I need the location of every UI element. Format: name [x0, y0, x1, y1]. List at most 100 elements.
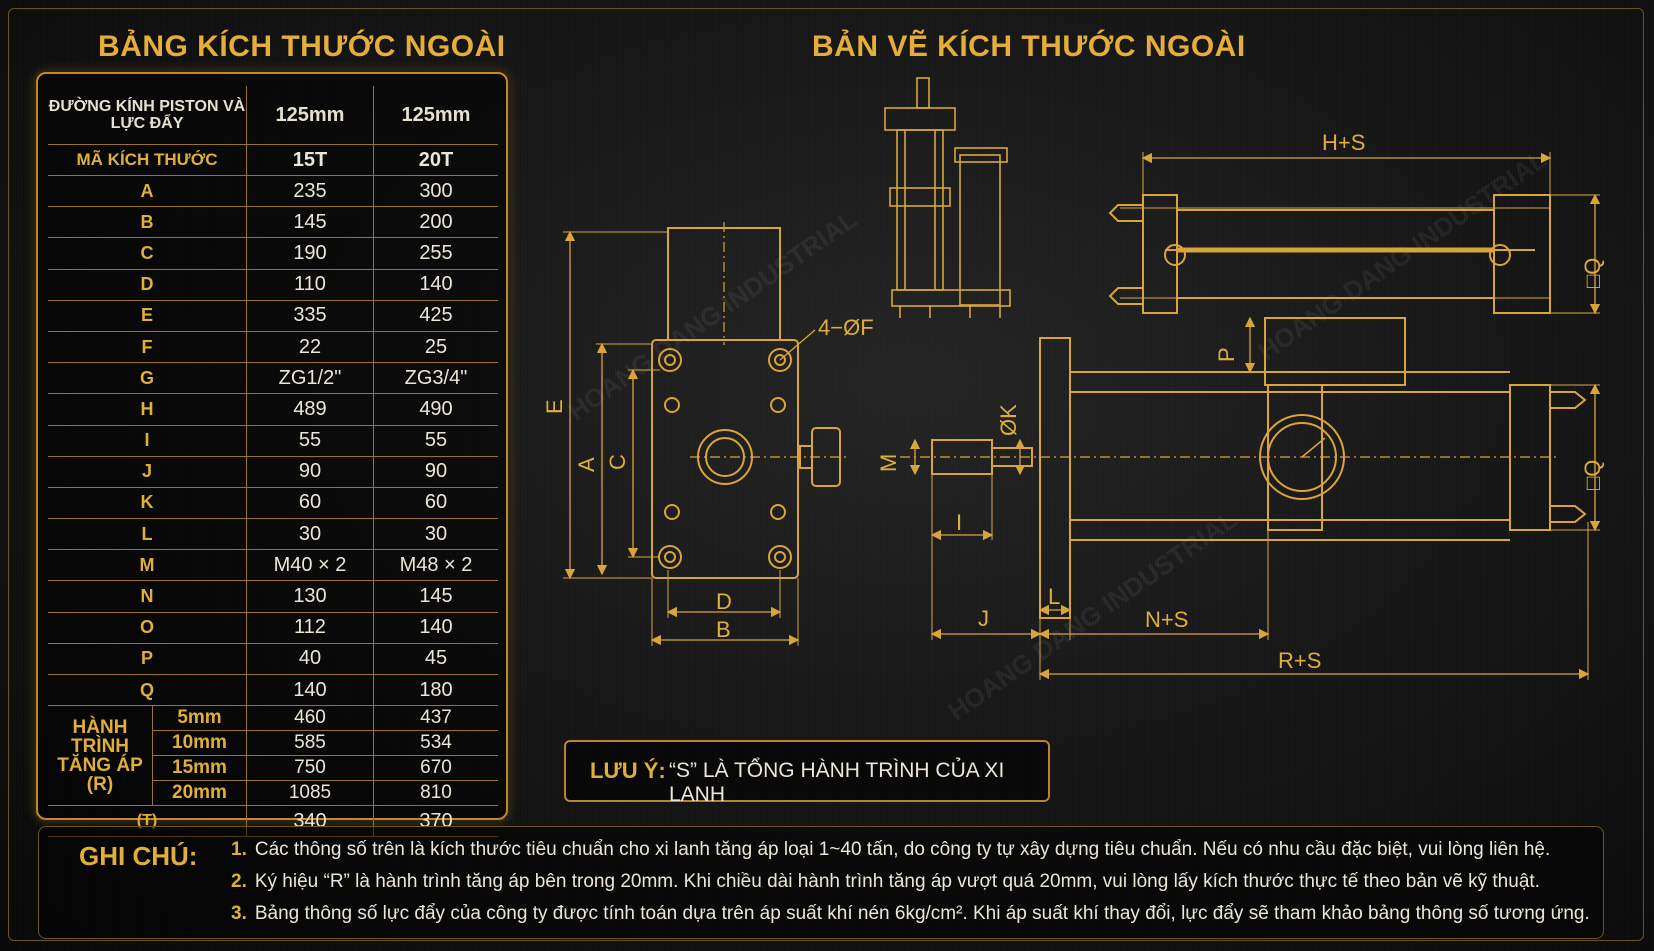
row-label: N [48, 580, 247, 613]
stroke-sub: 20mm [152, 780, 247, 807]
code-col1: 15T [246, 144, 374, 176]
stroke-row: 10mm 585 534 [48, 730, 498, 757]
row-value: 140 [373, 269, 498, 301]
ghi-chu-key: GHI CHÚ: [79, 841, 198, 871]
table-header-row: ĐƯỜNG KÍNH PISTON VÀ LỰC ĐẨY 125mm 125mm [48, 86, 498, 145]
row-value: 140 [373, 612, 498, 644]
note-box: LƯU Ý: “S” LÀ TỔNG HÀNH TRÌNH CỦA XI LAN… [564, 740, 1050, 806]
ghi-chu-line: 3. Bảng thông số lực đẩy của công ty được… [231, 903, 1590, 925]
front-view [563, 222, 850, 646]
row-value: ZG1/2" [246, 362, 374, 395]
row-value: 112 [246, 612, 374, 644]
stroke-value: 585 [246, 730, 374, 757]
row-value: M40 × 2 [246, 549, 374, 582]
dim-label-M: M [876, 454, 901, 472]
ghi-chu-text: Bảng thông số lực đẩy của công ty được t… [254, 903, 1590, 924]
dim-label-D: D [716, 589, 732, 614]
dim-label-HS: H+S [1322, 130, 1365, 155]
dimension-table: ĐƯỜNG KÍNH PISTON VÀ LỰC ĐẨY 125mm 125mm… [48, 86, 498, 838]
row-label: B [48, 206, 247, 239]
dim-label-NS: N+S [1145, 607, 1188, 632]
row-label: A [48, 175, 247, 208]
dim-label-L: L [1048, 584, 1060, 609]
row-value: 335 [246, 300, 374, 332]
row-value: 140 [246, 674, 374, 707]
stroke-value: 437 [373, 705, 498, 732]
dim-label-E: E [542, 399, 567, 414]
row-value: 190 [246, 237, 374, 270]
dim-label-I: I [956, 510, 962, 535]
stroke-value: 534 [373, 730, 498, 757]
ghi-chu-text: Ký hiệu “R” là hành trình tăng áp bên tr… [254, 871, 1540, 892]
row-value: 60 [373, 487, 498, 520]
stroke-value: 750 [246, 755, 374, 782]
row-value: 110 [246, 269, 374, 301]
note-text: “S” LÀ TỔNG HÀNH TRÌNH CỦA XI LANH [669, 759, 1005, 806]
row-label: K [48, 487, 247, 520]
row-label: P [48, 643, 247, 676]
row-value: 300 [373, 175, 498, 208]
dim-label-B: B [716, 617, 731, 642]
row-label: O [48, 612, 247, 644]
row-value: 30 [373, 518, 498, 551]
row-label: M [48, 549, 247, 582]
row-value: 130 [246, 580, 374, 613]
row-label: C [48, 237, 247, 270]
row-label: F [48, 331, 247, 364]
stroke-label: HÀNH TRÌNH TĂNG ÁP (R) [48, 705, 153, 807]
ghi-chu-num: 1. [231, 839, 247, 860]
dim-label-K: ØK [996, 404, 1021, 436]
row-value: 180 [373, 674, 498, 707]
stroke-value: 1085 [246, 780, 374, 807]
stroke-value: 810 [373, 780, 498, 807]
row-label: H [48, 393, 247, 426]
row-value: 490 [373, 393, 498, 426]
row-value: 22 [246, 331, 374, 364]
dim-label-C: C [605, 454, 630, 470]
stroke-row: 15mm 750 670 [48, 755, 498, 782]
row-label: L [48, 518, 247, 551]
header-label: ĐƯỜNG KÍNH PISTON VÀ LỰC ĐẨY [48, 86, 247, 145]
row-value: 45 [373, 643, 498, 676]
ghi-chu-num: 3. [231, 903, 247, 924]
row-value: 145 [246, 206, 374, 239]
ghi-chu-line: 1. Các thông số trên là kích thước tiêu c… [231, 839, 1550, 861]
stroke-sub: 5mm [152, 705, 247, 732]
row-value: 55 [373, 425, 498, 457]
row-value: 40 [246, 643, 374, 676]
code-col2: 20T [373, 144, 498, 176]
row-label: D [48, 269, 247, 301]
row-value: 200 [373, 206, 498, 239]
row-value: M48 × 2 [373, 549, 498, 582]
stroke-value: 460 [246, 705, 374, 732]
table-title: BẢNG KÍCH THƯỚC NGOÀI [98, 30, 506, 63]
row-value: 30 [246, 518, 374, 551]
row-label: J [48, 456, 247, 488]
row-value: 425 [373, 300, 498, 332]
top-view [1108, 152, 1601, 315]
row-value: 255 [373, 237, 498, 270]
dim-label-Q2: □Q [1580, 460, 1605, 490]
ghi-chu-text: Các thông số trên là kích thước tiêu chu… [254, 839, 1551, 860]
stroke-row: 20mm 1085 810 [48, 780, 498, 807]
dimension-table-frame: ĐƯỜNG KÍNH PISTON VÀ LỰC ĐẨY 125mm 125mm… [36, 72, 508, 838]
row-value: 90 [373, 456, 498, 488]
drawing-title: BẢN VẼ KÍCH THƯỚC NGOÀI [812, 30, 1246, 63]
code-row: MÃ KÍCH THƯỚC 15T 20T [48, 144, 498, 176]
